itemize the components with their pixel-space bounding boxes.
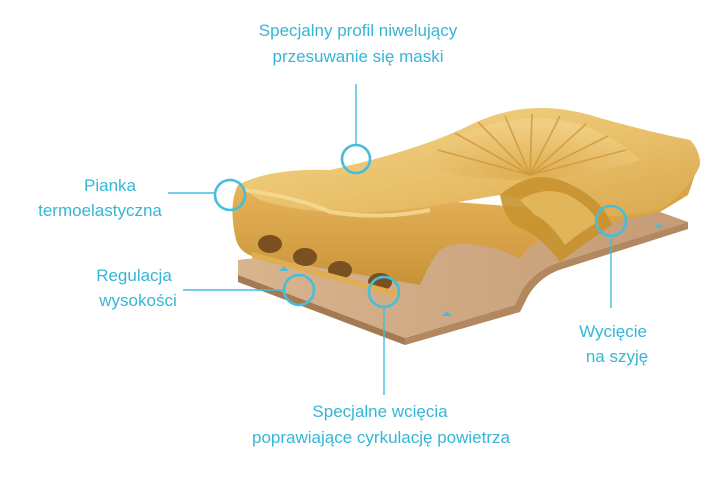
- cuts-label-line2: poprawiające cyrkulację powietrza: [252, 428, 511, 447]
- profile-ring: [340, 143, 372, 175]
- callout-neck: Wycięcie na szyję: [579, 204, 648, 366]
- foam-label-line2: termoelastyczna: [38, 201, 162, 220]
- pillow-fan-relief: [420, 118, 640, 180]
- height-label-line1: Regulacja: [96, 266, 172, 285]
- vent-cut: [293, 248, 317, 266]
- foam-ring: [213, 178, 247, 212]
- profile-label-line2: przesuwanie się maski: [272, 47, 443, 66]
- cuts-label-line1: Specjalne wcięcia: [312, 402, 448, 421]
- height-label-line2: wysokości: [98, 291, 176, 310]
- callout-profile: Specjalny profil niwelujący przesuwanie …: [259, 21, 458, 175]
- base-arrow-back: [655, 223, 663, 228]
- base-arrow-left: [279, 266, 289, 271]
- neck-recess-highlight: [520, 191, 598, 245]
- height-ring: [282, 273, 316, 307]
- base-arrow-right: [442, 311, 452, 316]
- profile-label-line1: Specjalny profil niwelujący: [259, 21, 458, 40]
- callout-cuts: Specjalne wcięcia poprawiające cyrkulacj…: [252, 275, 511, 447]
- callout-foam: Pianka termoelastyczna: [38, 176, 247, 220]
- base-board-front: [238, 275, 405, 345]
- neck-label-line2: na szyję: [586, 347, 648, 366]
- vent-strip: [252, 252, 400, 298]
- foam-pillow: [232, 108, 700, 298]
- vent-cut: [258, 235, 282, 253]
- fan-ribs: [437, 113, 627, 176]
- front-roll: [244, 188, 431, 218]
- neck-label-line1: Wycięcie: [579, 322, 647, 341]
- callout-height: Regulacja wysokości: [96, 266, 316, 310]
- base-board-side: [405, 222, 688, 345]
- foam-label-line1: Pianka: [84, 176, 137, 195]
